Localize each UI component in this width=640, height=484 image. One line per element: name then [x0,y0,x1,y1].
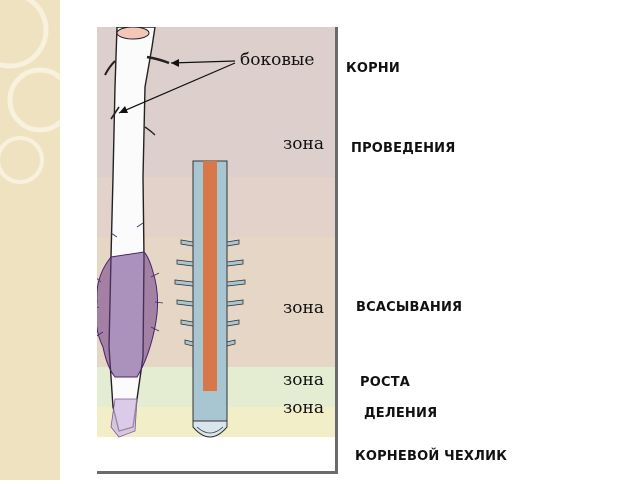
label-root-cap: КОРНЕВОЙ ЧЕХЛИК [355,449,508,464]
root-zones-figure [90,26,338,474]
caption-lateral: боковые [240,50,315,70]
pointer-arrow-1 [171,59,179,67]
lateral-root-2 [104,60,116,76]
pointer-arrow-2 [119,106,128,113]
pointer-line-1 [170,60,236,64]
root-hairs [95,251,159,378]
lateral-root-4 [144,126,156,136]
root-cap-main [110,398,138,438]
decorative-rings [0,0,73,184]
caption-zone-conduction: зона [283,134,324,154]
label-absorption: ВСАСЫВАНИЯ [356,300,463,315]
label-roots: КОРНИ [346,61,400,76]
label-conduction: ПРОВЕДЕНИЯ [351,141,456,156]
label-division: ДЕЛЕНИЯ [364,406,438,421]
decorative-background [0,0,73,480]
cross-section-cap-line [196,426,224,434]
zone-band-cap [97,437,335,471]
lateral-root-3 [110,106,120,120]
pointer-line-2 [118,62,236,114]
caption-zone-growth: зона [283,370,324,390]
vascular-core [203,161,217,391]
caption-zone-absorption: зона [283,298,324,318]
root-illustration [90,26,335,471]
label-growth: РОСТА [360,375,411,390]
caption-zone-division: зона [283,398,324,418]
cross-section-hairs [174,239,246,347]
root-cut-top [116,26,150,40]
lateral-root-1 [146,55,170,65]
cross-section-cap [192,420,228,438]
